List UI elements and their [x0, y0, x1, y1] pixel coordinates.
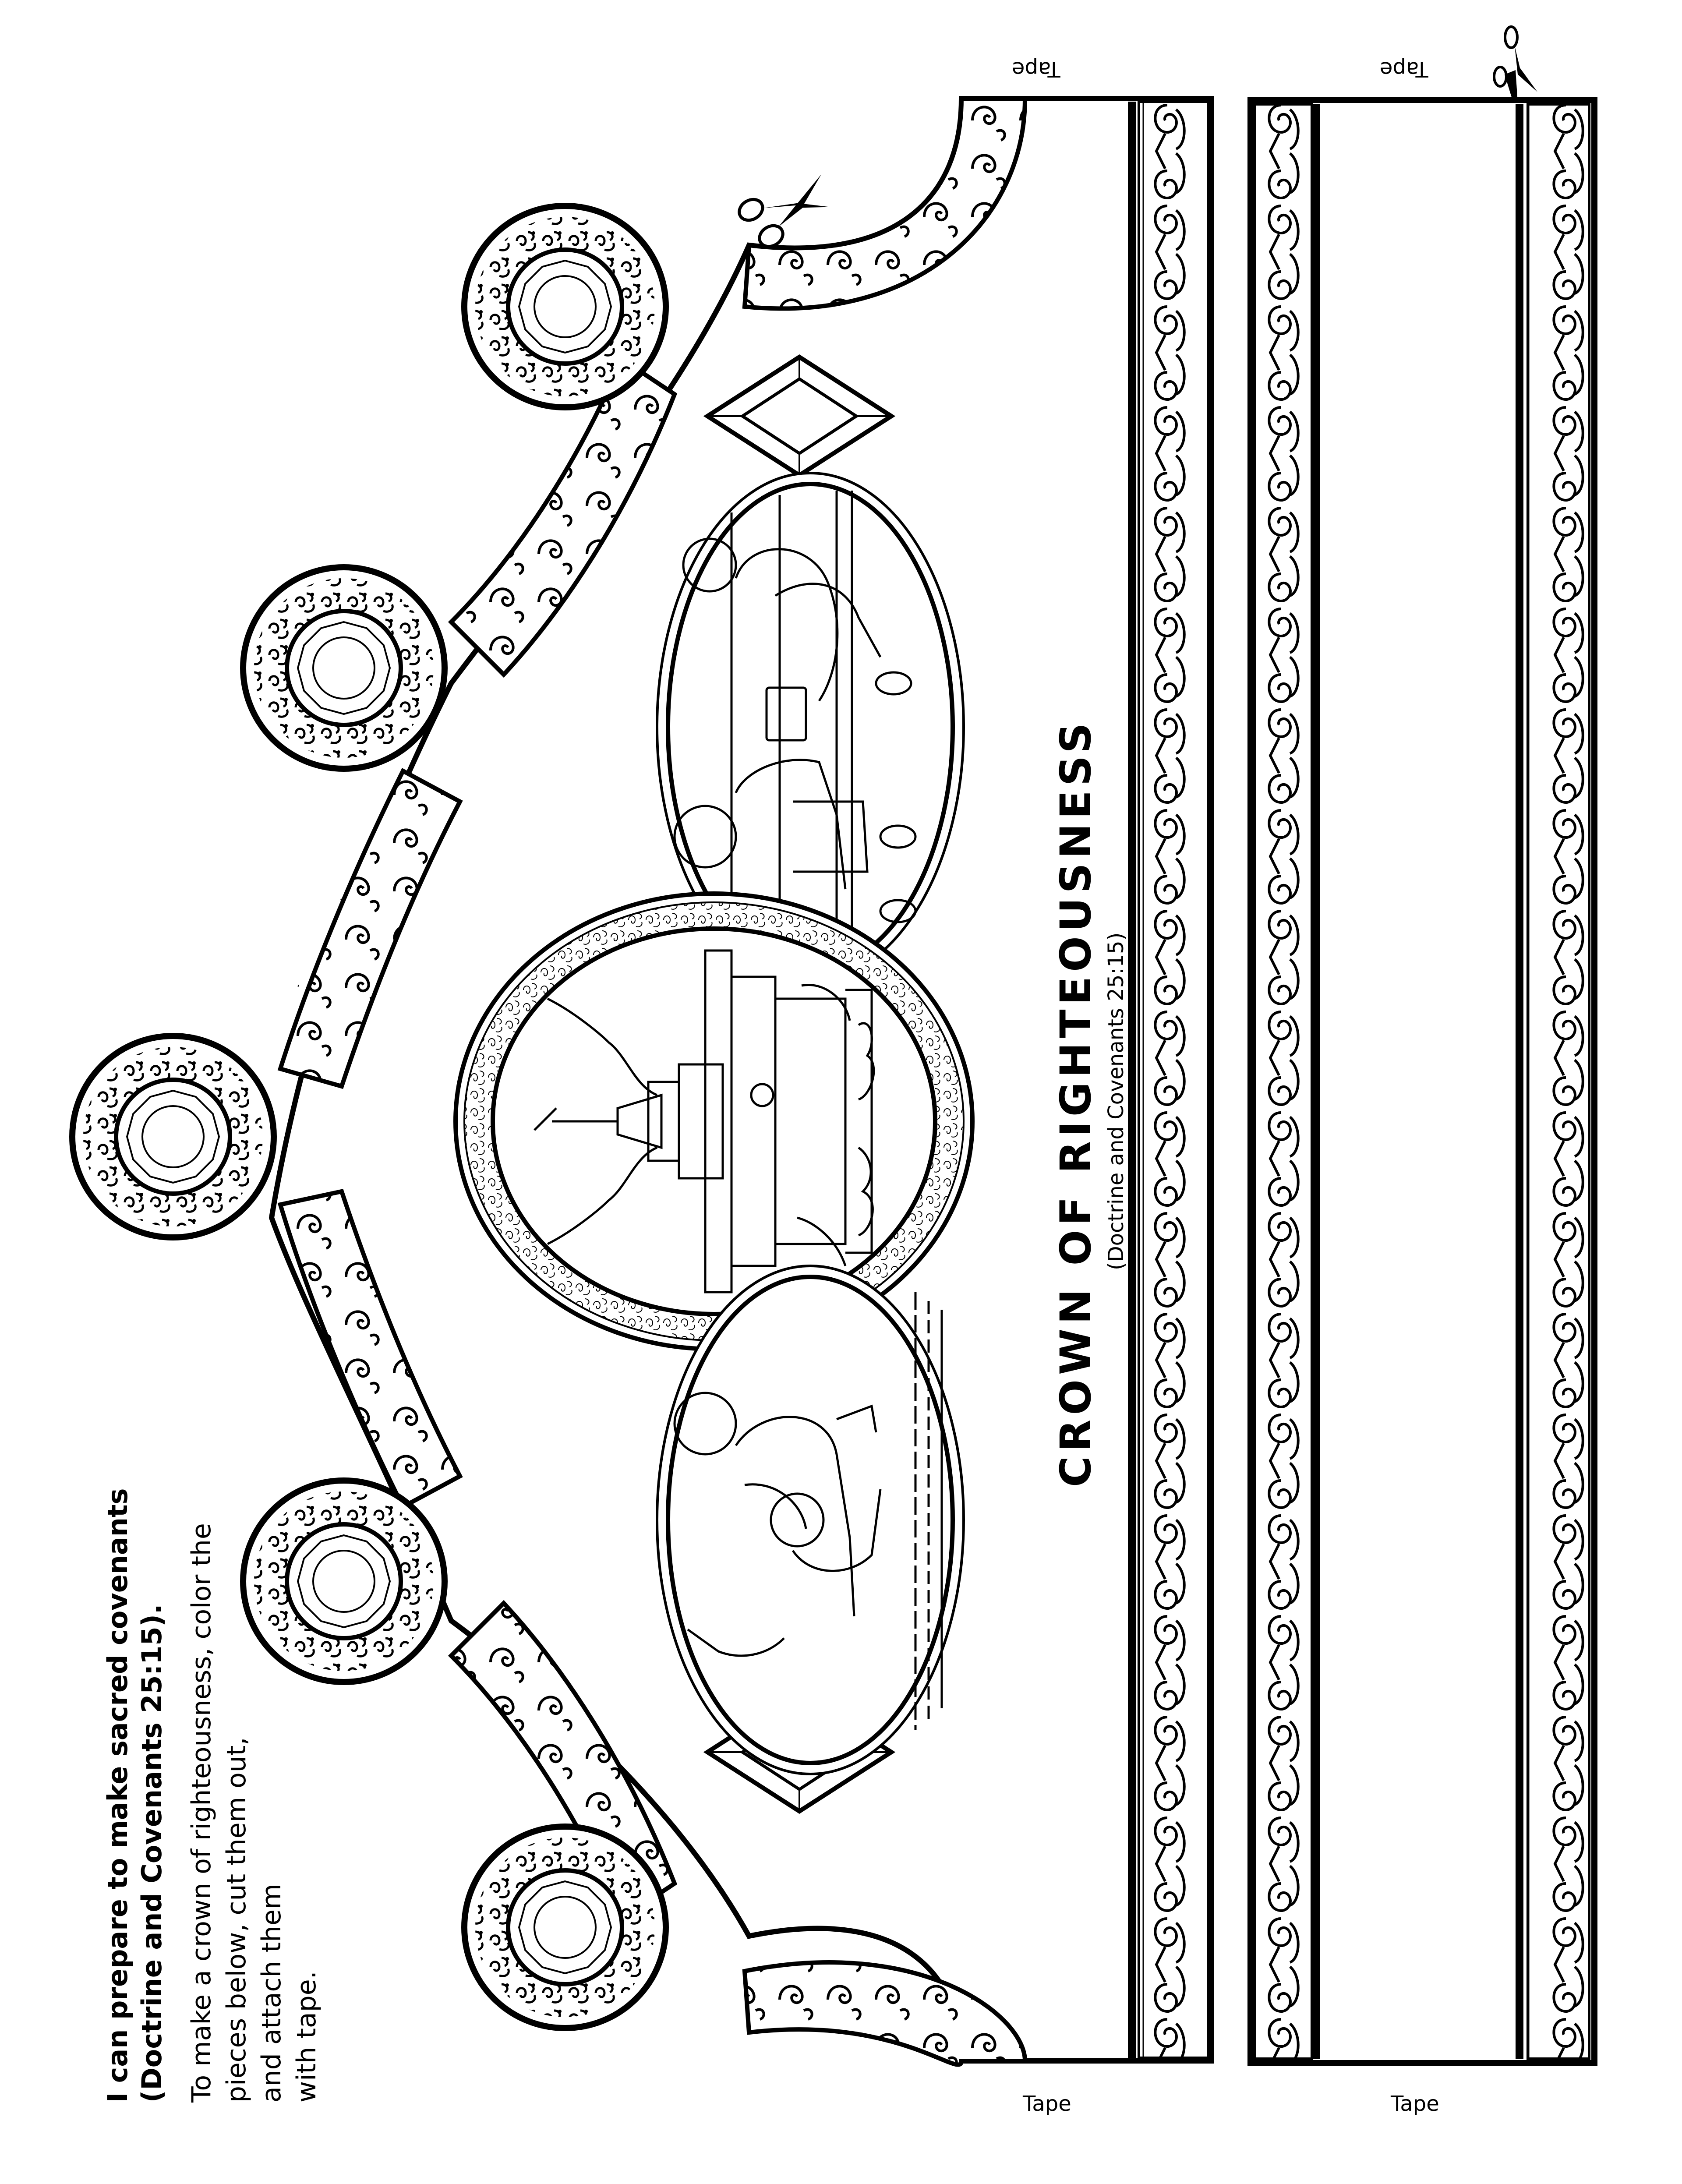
tape-label-bottom-crown: Tape: [1023, 2092, 1071, 2116]
strip-piece: [1247, 25, 1597, 2066]
heading-line-1: I can prepare to make sacred covenants: [102, 1488, 134, 2103]
instruction-line-3: and attach them: [256, 1884, 287, 2103]
activity-instructions: To make a crown of righteousness, color …: [184, 1523, 324, 2103]
diamond-top: [703, 354, 896, 478]
activity-heading: I can prepare to make sacred covenants (…: [101, 1488, 169, 2103]
medallion-1: [461, 203, 669, 410]
medallion-3: [69, 1033, 277, 1240]
tape-label-top-strip: Tape: [1380, 57, 1428, 81]
crown-subtitle: (Doctrine and Covenants 25:15): [1104, 932, 1128, 1270]
medallion-4: [240, 1477, 448, 1685]
oval-baptism: [656, 1265, 965, 1775]
oval-children-sacrament: [656, 472, 965, 982]
scissors-icon: [738, 174, 830, 248]
tape-label-bottom-strip: Tape: [1391, 2092, 1439, 2116]
band-thick-bar: [1128, 102, 1136, 2058]
instruction-line-1: To make a crown of righteousness, color …: [186, 1523, 217, 2103]
oval-temple: [453, 891, 975, 1351]
instruction-line-2: pieces below, cut them out,: [221, 1737, 252, 2103]
instruction-line-4: with tape.: [291, 1971, 322, 2103]
crown-title: CROWN OF RIGHTEOUSNESS: [1051, 718, 1100, 1487]
heading-line-2: (Doctrine and Covenants 25:15).: [136, 1604, 168, 2103]
jewel-medallions: [69, 203, 669, 2031]
arch-bands: [277, 96, 1028, 2067]
strip-right-scroll: [1527, 103, 1590, 2060]
strip-left-scroll: [1254, 103, 1313, 2060]
medallion-2: [240, 564, 448, 772]
medallion-5: [461, 1824, 669, 2031]
crown-piece: [69, 96, 1214, 2067]
tape-label-top-crown: Tape: [1012, 57, 1060, 81]
scissors-icon: [1493, 25, 1537, 103]
band-scroll-strip: [1138, 100, 1209, 2059]
